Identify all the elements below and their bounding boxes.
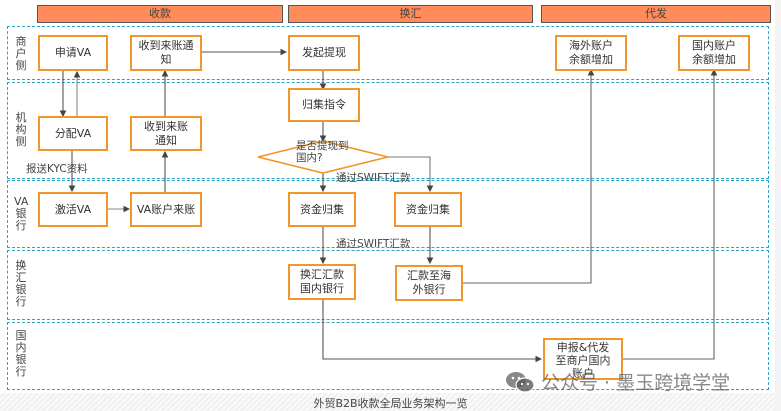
edge-declare-to-domestic [622, 68, 718, 360]
lane-institution [7, 82, 769, 179]
lane-label-va-bank: VA银行 [14, 195, 29, 232]
node-activate-va: 激活VA [38, 192, 108, 227]
lane-fx-bank [7, 250, 769, 320]
lane-label-institution: 机构侧 [15, 111, 27, 148]
lane-domestic-bank [7, 322, 769, 390]
edge-label-kyc: 报送KYC资料 [26, 163, 88, 175]
lane-va-bank [7, 180, 769, 248]
lane-label-fx-bank: 换汇银行 [15, 259, 27, 308]
phase-header-disburse: 代发 [541, 5, 771, 23]
watermark-text: 公众号 · 墨玉跨境学堂 [541, 372, 731, 394]
phase-header-exchange: 换汇 [288, 5, 533, 23]
right-edge [775, 0, 781, 411]
lane-label-domestic-bank: 国内银行 [15, 329, 27, 378]
node-assign-va: 分配VA [38, 116, 108, 151]
node-initiate-withdraw: 发起提现 [288, 35, 360, 71]
edge-label-swift-1: 通过SWIFT汇款 [336, 172, 411, 184]
node-receive-notice-inst: 收到来账通知 [130, 116, 202, 151]
edge-label-swift-2: 通过SWIFT汇款 [336, 238, 411, 250]
edge-decision-to-collect2 [388, 156, 434, 193]
node-overseas-balance-up: 海外账户余额增加 [555, 35, 627, 71]
phase-header-collect: 收款 [37, 5, 283, 23]
node-declare-disburse: 申报&代发至商户国内账户 [543, 338, 623, 380]
background-stripe [0, 393, 781, 411]
node-va-incoming: VA账户来账 [130, 192, 202, 227]
node-fx-remit-domestic-bank: 换汇汇款国内银行 [288, 264, 356, 300]
decision-diamond [257, 140, 389, 174]
edge-fx-to-declare [322, 299, 543, 363]
node-collect-instruction: 归集指令 [288, 88, 360, 122]
node-fund-collect-2: 资金归集 [394, 192, 462, 227]
node-receive-notice-merchant: 收到来账通知 [130, 35, 202, 71]
wechat-icon [505, 371, 535, 393]
lane-merchant [7, 26, 769, 80]
decision-label: 是否提现到国内? [296, 140, 349, 164]
node-fund-collect-1: 资金归集 [288, 192, 356, 227]
node-domestic-balance-up: 国内账户余额增加 [678, 35, 750, 71]
node-remit-overseas-bank: 汇款至海外银行 [395, 265, 463, 301]
node-apply-va: 申请VA [38, 35, 108, 71]
diagram-caption: 外贸B2B收款全局业务架构一览 [313, 397, 468, 410]
lane-label-merchant: 商户侧 [15, 35, 27, 72]
edge-remit-to-overseas [463, 68, 595, 284]
watermark: 公众号 · 墨玉跨境学堂 [505, 368, 730, 395]
